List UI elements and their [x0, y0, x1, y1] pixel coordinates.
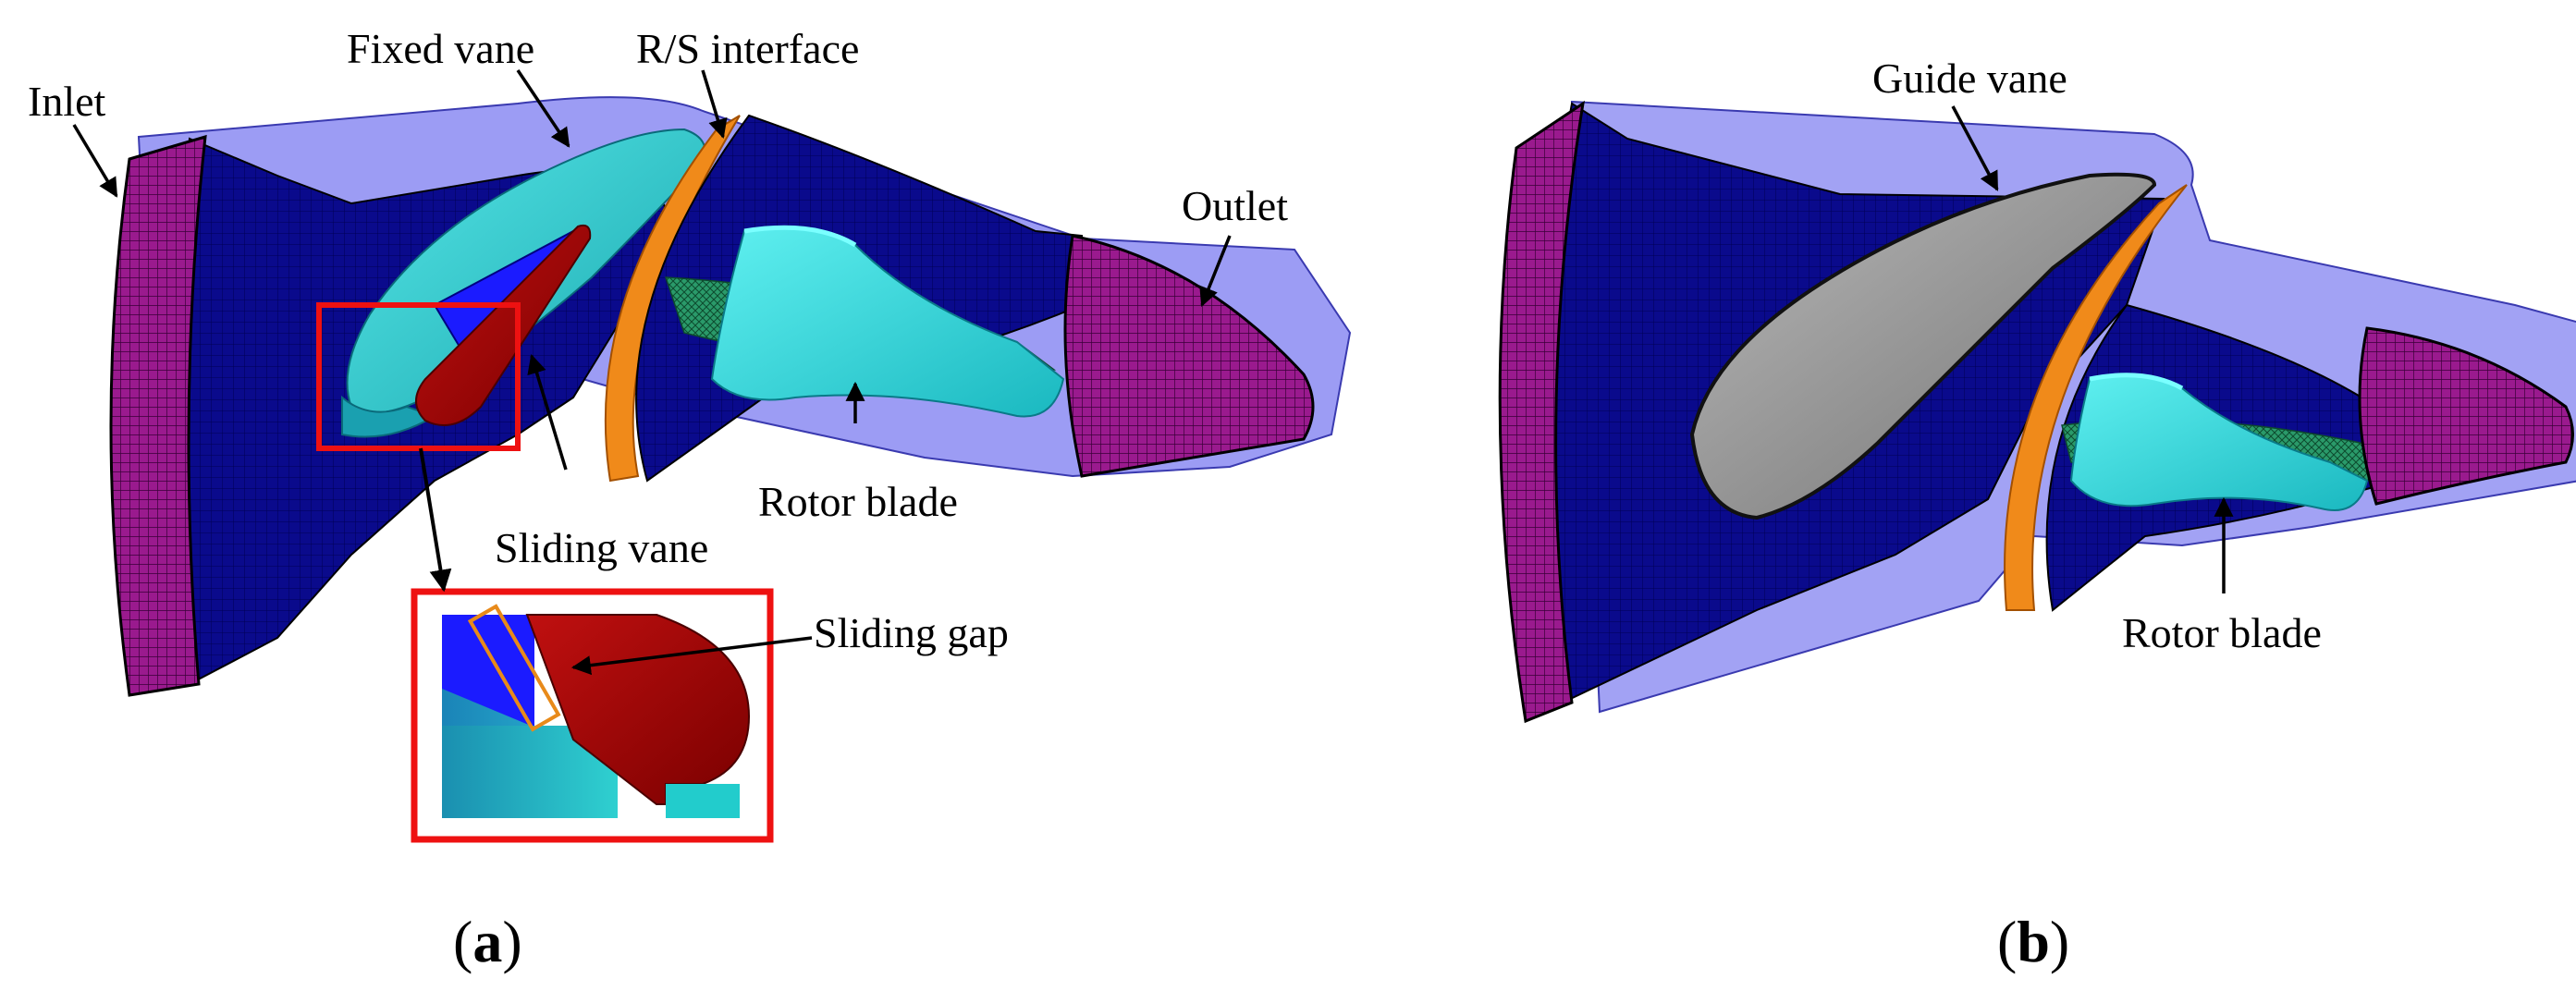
rotor-blade-edge-a	[743, 225, 857, 248]
rs-interface-leader	[701, 69, 728, 140]
sliding-gap-label: Sliding gap	[814, 609, 1009, 656]
panel-a-letter: (a)	[453, 909, 522, 974]
sliding-vane-leader	[527, 353, 568, 471]
sliding-vane	[415, 224, 592, 426]
fixed-vane-label: Fixed vane	[347, 25, 534, 72]
panel-b: Guide vane Rotor blade (b)	[1498, 55, 2576, 974]
sliding-vane-label: Sliding vane	[495, 524, 708, 571]
panel-b-letter: (b)	[1997, 909, 2069, 974]
rotor-blade-label-a: Rotor blade	[758, 478, 958, 525]
sliding-gap-leader	[570, 636, 813, 676]
inlet-label: Inlet	[28, 78, 106, 125]
rotor-blade-edge-b	[2089, 373, 2184, 391]
fixed-vane-leader	[516, 69, 570, 148]
inlet-leader	[72, 124, 118, 198]
outlet-face-b	[2358, 326, 2574, 506]
outlet-leader	[1199, 235, 1232, 307]
panel-a: Inlet Fixed vane R/S interface Outlet Ro…	[28, 25, 1352, 974]
guide-vane	[1689, 172, 2157, 520]
inset-sliding-vane-base	[666, 784, 740, 818]
rotor-blade-label-b: Rotor blade	[2122, 609, 2322, 656]
zoom-frame-small	[316, 302, 521, 451]
guide-vane-leader	[1951, 105, 1999, 191]
panel-a-letter-value: a	[472, 909, 502, 974]
inset-vane-top	[442, 689, 618, 818]
rotor-blade-a	[710, 227, 1065, 418]
inlet-face	[109, 134, 207, 697]
inset-callout	[411, 588, 774, 843]
sliding-gap-marker	[467, 604, 561, 732]
rs-interface-label: R/S interface	[636, 25, 859, 72]
inlet-face-b	[1498, 100, 1586, 724]
guide-vane-label: Guide vane	[1872, 55, 2067, 102]
panel-b-letter-value: b	[2017, 909, 2050, 974]
zoom-connector	[419, 447, 452, 593]
rs-interface-b	[2004, 184, 2188, 611]
outlet-label: Outlet	[1182, 182, 1288, 229]
